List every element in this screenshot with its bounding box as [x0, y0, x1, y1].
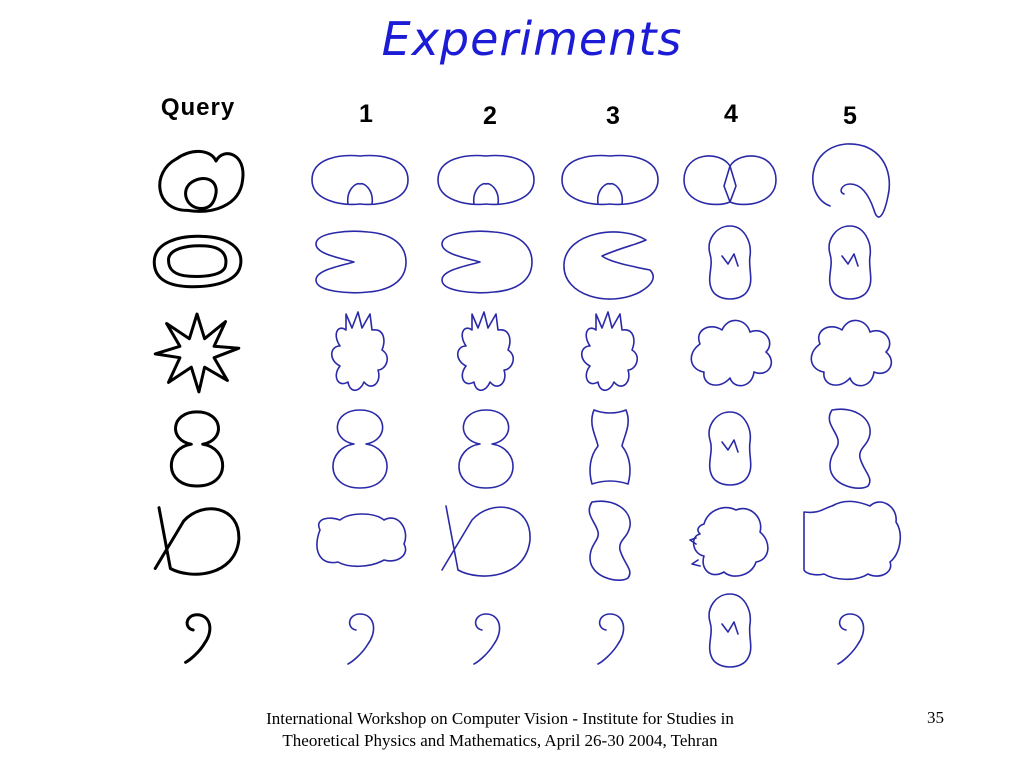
result-shape-row-4-rank-1 — [332, 409, 388, 489]
result-shape-row-4-rank-3 — [589, 409, 631, 485]
result-shape-row-3-rank-4 — [690, 319, 772, 387]
result-shape-row-5-rank-3 — [588, 500, 631, 582]
result-shape-row-1-rank-4 — [683, 155, 777, 206]
result-shape-row-3-rank-3 — [580, 311, 639, 392]
result-shape-row-1-rank-2 — [437, 154, 535, 206]
result-shape-row-2-rank-2 — [441, 230, 533, 294]
result-shape-row-4-rank-4 — [708, 411, 752, 486]
result-shape-row-4-rank-5 — [828, 408, 871, 490]
query-shape-row-5 — [153, 506, 241, 576]
column-header-2: 2 — [483, 102, 497, 130]
column-header-3: 3 — [606, 102, 620, 130]
result-shape-row-2-rank-3 — [563, 231, 654, 300]
result-shape-row-6-rank-4 — [708, 593, 752, 668]
result-shape-row-2-rank-5 — [828, 225, 872, 300]
column-header-query: Query — [160, 94, 236, 121]
slide-footer: International Workshop on Computer Visio… — [160, 708, 840, 752]
footer-line-2: Theoretical Physics and Mathematics, Apr… — [282, 731, 718, 750]
result-shape-row-5-rank-1 — [316, 513, 407, 568]
result-shape-row-3-rank-2 — [456, 311, 515, 392]
column-header-4: 4 — [724, 100, 738, 128]
result-shape-row-3-rank-5 — [810, 319, 892, 387]
query-shape-row-2 — [152, 234, 243, 289]
result-shape-row-2-rank-1 — [315, 230, 407, 294]
result-shape-row-5-rank-5 — [803, 500, 902, 581]
footer-line-1: International Workshop on Computer Visio… — [266, 709, 734, 728]
page-number: 35 — [927, 708, 944, 727]
slide-title: Experiments — [381, 12, 683, 66]
result-shape-row-1-rank-3 — [561, 154, 659, 206]
result-shape-row-5-rank-4 — [689, 506, 769, 577]
query-shape-row-4 — [169, 410, 225, 488]
query-shape-row-6 — [184, 613, 212, 664]
result-shape-row-2-rank-4 — [708, 225, 752, 300]
result-shape-row-5-rank-2 — [441, 505, 531, 577]
column-header-1: 1 — [359, 100, 373, 128]
shape-grid — [152, 143, 902, 668]
query-shape-row-1 — [158, 150, 245, 213]
result-shape-row-6-rank-3 — [597, 613, 625, 665]
column-header-5: 5 — [843, 102, 857, 130]
result-shape-row-4-rank-2 — [458, 409, 514, 489]
result-shape-row-1-rank-5 — [812, 143, 890, 218]
result-shape-row-6-rank-5 — [837, 613, 865, 665]
result-shape-row-3-rank-1 — [330, 311, 389, 392]
result-shape-row-6-rank-1 — [347, 613, 375, 665]
result-shape-row-6-rank-2 — [473, 613, 501, 665]
result-shape-row-1-rank-1 — [311, 154, 409, 206]
query-shape-row-3 — [153, 312, 241, 394]
